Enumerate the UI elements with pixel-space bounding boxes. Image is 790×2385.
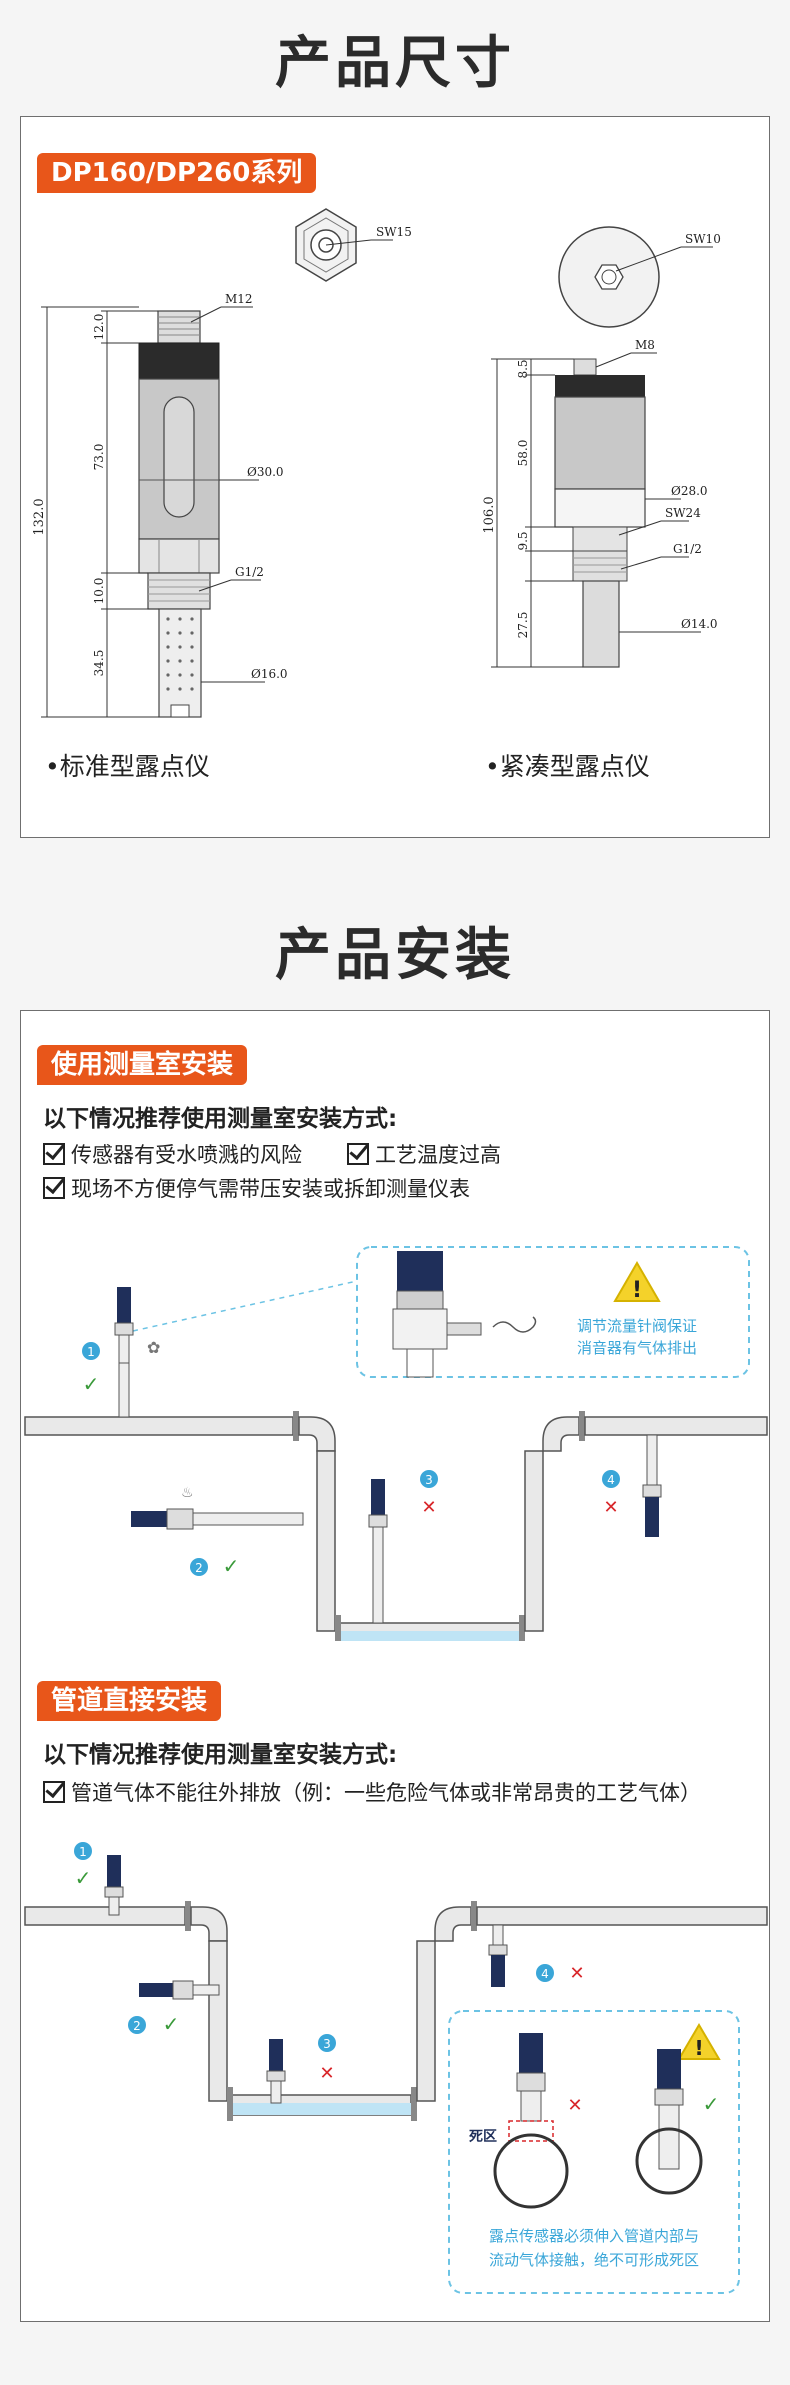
- std-dim-total: 132.0: [32, 498, 47, 535]
- check-icon: [43, 1177, 65, 1199]
- compact-caption: •紧凑型露点仪: [485, 752, 650, 781]
- standard-caption: •标准型露点仪: [45, 752, 210, 781]
- svg-text:3: 3: [323, 2037, 331, 2051]
- svg-text:1: 1: [79, 1845, 87, 1859]
- svg-text:✿: ✿: [147, 1338, 160, 1357]
- svg-text:2: 2: [133, 2019, 141, 2033]
- chamber-item-1: 传感器有受水喷溅的风险: [43, 1139, 302, 1169]
- svg-text:3: 3: [425, 1473, 433, 1487]
- warning-icon: [613, 1261, 661, 1302]
- cmp-dim-b: 58.0: [516, 440, 530, 467]
- chamber-note-2: 消音器有气体排出: [577, 1339, 697, 1357]
- marker-1: [82, 1342, 100, 1360]
- chamber-item-3: 现场不方便停气需带压安装或拆卸测量仪表: [43, 1173, 470, 1203]
- bad-mark: ✕: [569, 1963, 584, 1984]
- pipe-note-1: 露点传感器必须伸入管道内部与: [489, 2227, 699, 2245]
- std-dim-b: 73.0: [92, 444, 106, 471]
- svg-text:4: 4: [607, 1473, 615, 1487]
- ok-mark: ✓: [223, 1554, 240, 1578]
- dead-zone-label: 死区: [468, 2129, 497, 2145]
- std-dim-a: 12.0: [92, 314, 106, 341]
- chamber-diagram: ! 调节流量针阀保证 消音器有气体排出 ✿ 1 ✓ ♨ 2 ✓: [24, 1246, 768, 1641]
- ok-mark: ✓: [703, 2092, 720, 2116]
- cmp-dia-tip-label: Ø14.0: [681, 617, 718, 631]
- ok-mark: ✓: [83, 1372, 100, 1396]
- install-section-title: 产品安装: [275, 923, 515, 988]
- svg-text:!: !: [632, 1278, 642, 1303]
- svg-text:2: 2: [195, 1561, 203, 1575]
- size-panel: DP160/DP260系列 SW15 M12 Ø30.0: [20, 116, 770, 838]
- pipe-tag: 管道直接安装: [37, 1681, 222, 1721]
- check-icon: [43, 1143, 65, 1165]
- std-dia-tip-label: Ø16.0: [251, 667, 288, 681]
- chamber-note-1: 调节流量针阀保证: [577, 1317, 697, 1335]
- std-dim-c: 10.0: [92, 578, 106, 605]
- install-panel: 使用测量室安装 以下情况推荐使用测量室安装方式: 传感器有受水喷溅的风险 工艺温…: [20, 1010, 770, 2322]
- bad-mark: ✕: [421, 1497, 436, 1518]
- cmp-dim-d: 27.5: [516, 612, 530, 639]
- marker-3: [318, 2034, 336, 2052]
- pipe-note-2: 流动气体接触，绝不可形成死区: [489, 2251, 699, 2269]
- size-section-title: 产品尺寸: [275, 31, 515, 96]
- cmp-thread-top-label: M8: [635, 338, 655, 352]
- cmp-dim-a: 8.5: [516, 359, 530, 378]
- marker-4: [536, 1964, 554, 1982]
- marker-4: [602, 1470, 620, 1488]
- standard-drawing: SW15 M12 Ø30.0 G1/2: [32, 208, 721, 718]
- chamber-item-2: 工艺温度过高: [347, 1139, 501, 1169]
- svg-text:4: 4: [541, 1967, 549, 1981]
- bad-mark: ✕: [567, 2095, 582, 2116]
- series-tag: DP160/DP260系列: [37, 153, 317, 193]
- warning-icon: [677, 2023, 721, 2060]
- chamber-subhead: 以下情况推荐使用测量室安装方式:: [43, 1106, 398, 1132]
- std-dim-d: 34.5: [92, 650, 106, 677]
- check-icon: [43, 1781, 65, 1803]
- svg-text:1: 1: [87, 1345, 95, 1359]
- check-icon: [347, 1143, 369, 1165]
- std-thread-bottom-label: G1/2: [235, 565, 264, 579]
- ok-mark: ✓: [163, 2012, 180, 2036]
- pipe-item-1: 管道气体不能往外排放（例：一些危险气体或非常昂贵的工艺气体）: [43, 1777, 701, 1807]
- std-dia-body-label: Ø30.0: [247, 465, 284, 479]
- pipe-subhead: 以下情况推荐使用测量室安装方式:: [43, 1742, 398, 1768]
- cmp-dia-body-label: Ø28.0: [671, 484, 708, 498]
- svg-text:!: !: [694, 2036, 703, 2060]
- cmp-sw-top-label: SW10: [685, 232, 721, 246]
- marker-3: [420, 1470, 438, 1488]
- cmp-dim-c: 9.5: [516, 531, 530, 550]
- cmp-thread-bottom-label: G1/2: [673, 542, 702, 556]
- cmp-sw-mid-label: SW24: [665, 506, 701, 520]
- marker-2: [190, 1558, 208, 1576]
- cmp-dim-total: 106.0: [482, 496, 497, 533]
- marker-2: [128, 2016, 146, 2034]
- std-thread-top-label: M12: [225, 292, 253, 306]
- chamber-tag: 使用测量室安装: [37, 1045, 248, 1085]
- ok-mark: ✓: [75, 1866, 92, 1890]
- pipe-diagram: 1 ✓ 2 ✓ 3 ✕ 4 ✕ ! 死区 ✕: [24, 1842, 768, 2294]
- svg-text:♨: ♨: [181, 1485, 194, 1501]
- bad-mark: ✕: [603, 1497, 618, 1518]
- std-sw-label: SW15: [376, 225, 412, 239]
- bad-mark: ✕: [319, 2063, 334, 2084]
- marker-1: [74, 1842, 92, 1860]
